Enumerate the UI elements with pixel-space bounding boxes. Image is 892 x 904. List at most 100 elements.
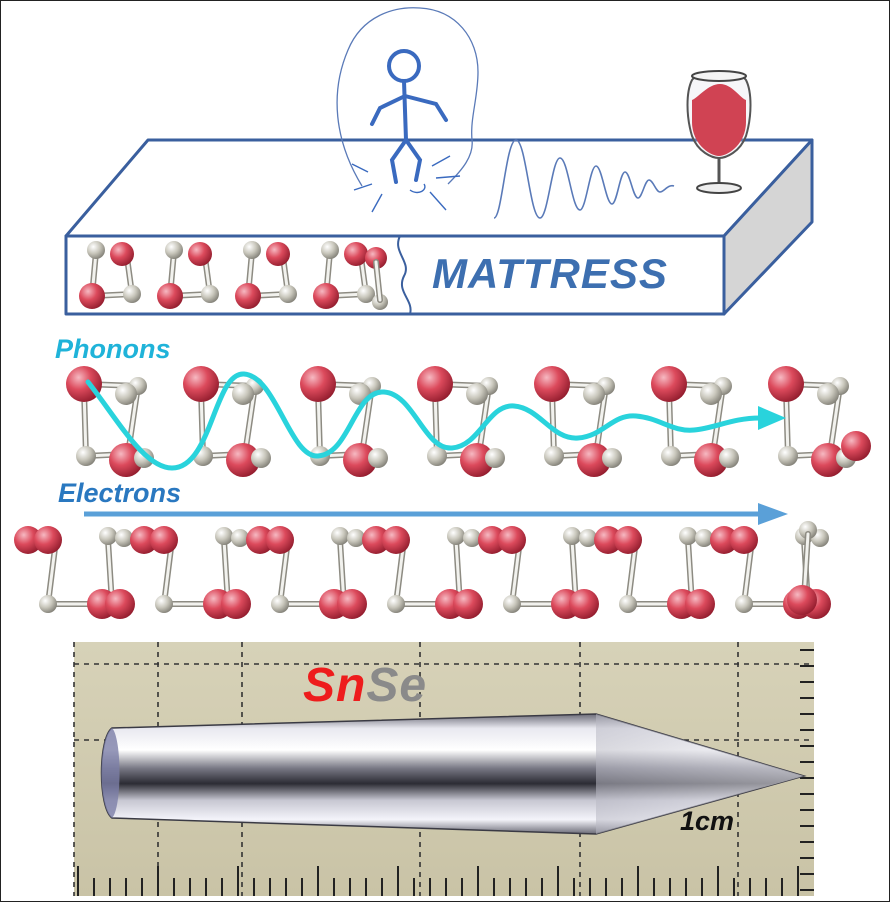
se-atom xyxy=(105,589,135,619)
se-atom xyxy=(730,526,758,554)
se-atom xyxy=(362,526,390,554)
se-atom xyxy=(382,526,410,554)
sn-atom xyxy=(799,521,817,539)
sn-atom xyxy=(115,529,133,547)
se-atom xyxy=(417,366,453,402)
se-atom xyxy=(109,443,143,477)
se-atom xyxy=(710,526,738,554)
se-atom xyxy=(811,443,845,477)
sn-atom xyxy=(99,527,117,545)
se-atom xyxy=(694,443,728,477)
se-atom xyxy=(787,585,817,615)
sn-atom xyxy=(231,529,249,547)
se-atom xyxy=(453,589,483,619)
se-atom xyxy=(150,526,178,554)
se-atom xyxy=(313,283,339,309)
vibration-wave-icon xyxy=(493,139,675,219)
phonons-label: Phonons xyxy=(55,334,171,364)
sn-atom xyxy=(243,241,261,259)
se-atom xyxy=(569,589,599,619)
sn-atom xyxy=(463,529,481,547)
sn-atom xyxy=(357,285,375,303)
se-atom xyxy=(365,247,387,269)
se-atom xyxy=(157,283,183,309)
se-atom xyxy=(235,283,261,309)
formula-sn: Sn xyxy=(303,659,367,712)
sn-atom xyxy=(427,446,447,466)
formula-se: Se xyxy=(366,659,428,712)
sn-atom xyxy=(87,241,105,259)
se-atom xyxy=(841,431,871,461)
electron-crystal-chain xyxy=(14,521,831,619)
se-atom xyxy=(183,366,219,402)
sn-atom xyxy=(661,446,681,466)
sn-atom xyxy=(503,595,521,613)
se-atom xyxy=(651,366,687,402)
sn-atom xyxy=(271,595,289,613)
phonon-wave-arrow xyxy=(85,371,763,471)
se-atom xyxy=(14,526,42,554)
sn-atom xyxy=(251,448,271,468)
sn-atom xyxy=(321,241,339,259)
se-atom xyxy=(685,589,715,619)
phonon-arrowhead xyxy=(758,406,786,430)
se-atom xyxy=(246,526,274,554)
sn-atom xyxy=(602,448,622,468)
se-atom xyxy=(343,443,377,477)
sn-atom xyxy=(485,448,505,468)
se-atom xyxy=(66,366,102,402)
se-atom xyxy=(577,443,611,477)
sn-atom xyxy=(347,529,365,547)
se-atom xyxy=(130,526,158,554)
sn-atom xyxy=(817,383,839,405)
sn-atom xyxy=(700,383,722,405)
crystal-photo xyxy=(73,642,814,896)
bond xyxy=(374,260,382,302)
sn-atom xyxy=(563,527,581,545)
mattress-crystal-strip xyxy=(79,241,388,310)
se-atom xyxy=(266,242,290,266)
sn-atom xyxy=(695,529,713,547)
sn-atom xyxy=(165,241,183,259)
sn-atom xyxy=(201,285,219,303)
sn-atom xyxy=(579,529,597,547)
stick-figure-icon xyxy=(336,7,479,187)
sn-atom xyxy=(331,527,349,545)
sn-atom xyxy=(232,383,254,405)
sn-atom xyxy=(447,527,465,545)
se-atom xyxy=(768,366,804,402)
se-atom xyxy=(594,526,622,554)
se-atom xyxy=(110,242,134,266)
se-atom xyxy=(344,242,368,266)
se-atom xyxy=(188,242,212,266)
wine-glass-icon xyxy=(686,70,752,194)
sn-atom xyxy=(619,595,637,613)
sn-atom xyxy=(387,595,405,613)
se-atom xyxy=(498,526,526,554)
sn-atom xyxy=(215,527,233,545)
sn-atom xyxy=(544,446,564,466)
se-atom xyxy=(300,366,336,402)
ruler-ticks xyxy=(77,649,814,896)
sn-atom xyxy=(39,595,57,613)
sn-atom xyxy=(583,383,605,405)
sn-atom xyxy=(719,448,739,468)
impact-burst-icon xyxy=(351,155,461,213)
se-atom xyxy=(534,366,570,402)
sn-atom xyxy=(76,446,96,466)
scale-label: 1cm xyxy=(680,806,735,836)
sn-atom xyxy=(679,527,697,545)
sn-atom xyxy=(778,446,798,466)
se-atom xyxy=(460,443,494,477)
sn-atom xyxy=(735,595,753,613)
electrons-label: Electrons xyxy=(58,478,182,508)
sn-atom xyxy=(155,595,173,613)
sn-atom xyxy=(368,448,388,468)
electron-arrowhead xyxy=(758,503,788,525)
se-atom xyxy=(226,443,260,477)
sn-atom xyxy=(466,383,488,405)
se-atom xyxy=(79,283,105,309)
se-atom xyxy=(478,526,506,554)
